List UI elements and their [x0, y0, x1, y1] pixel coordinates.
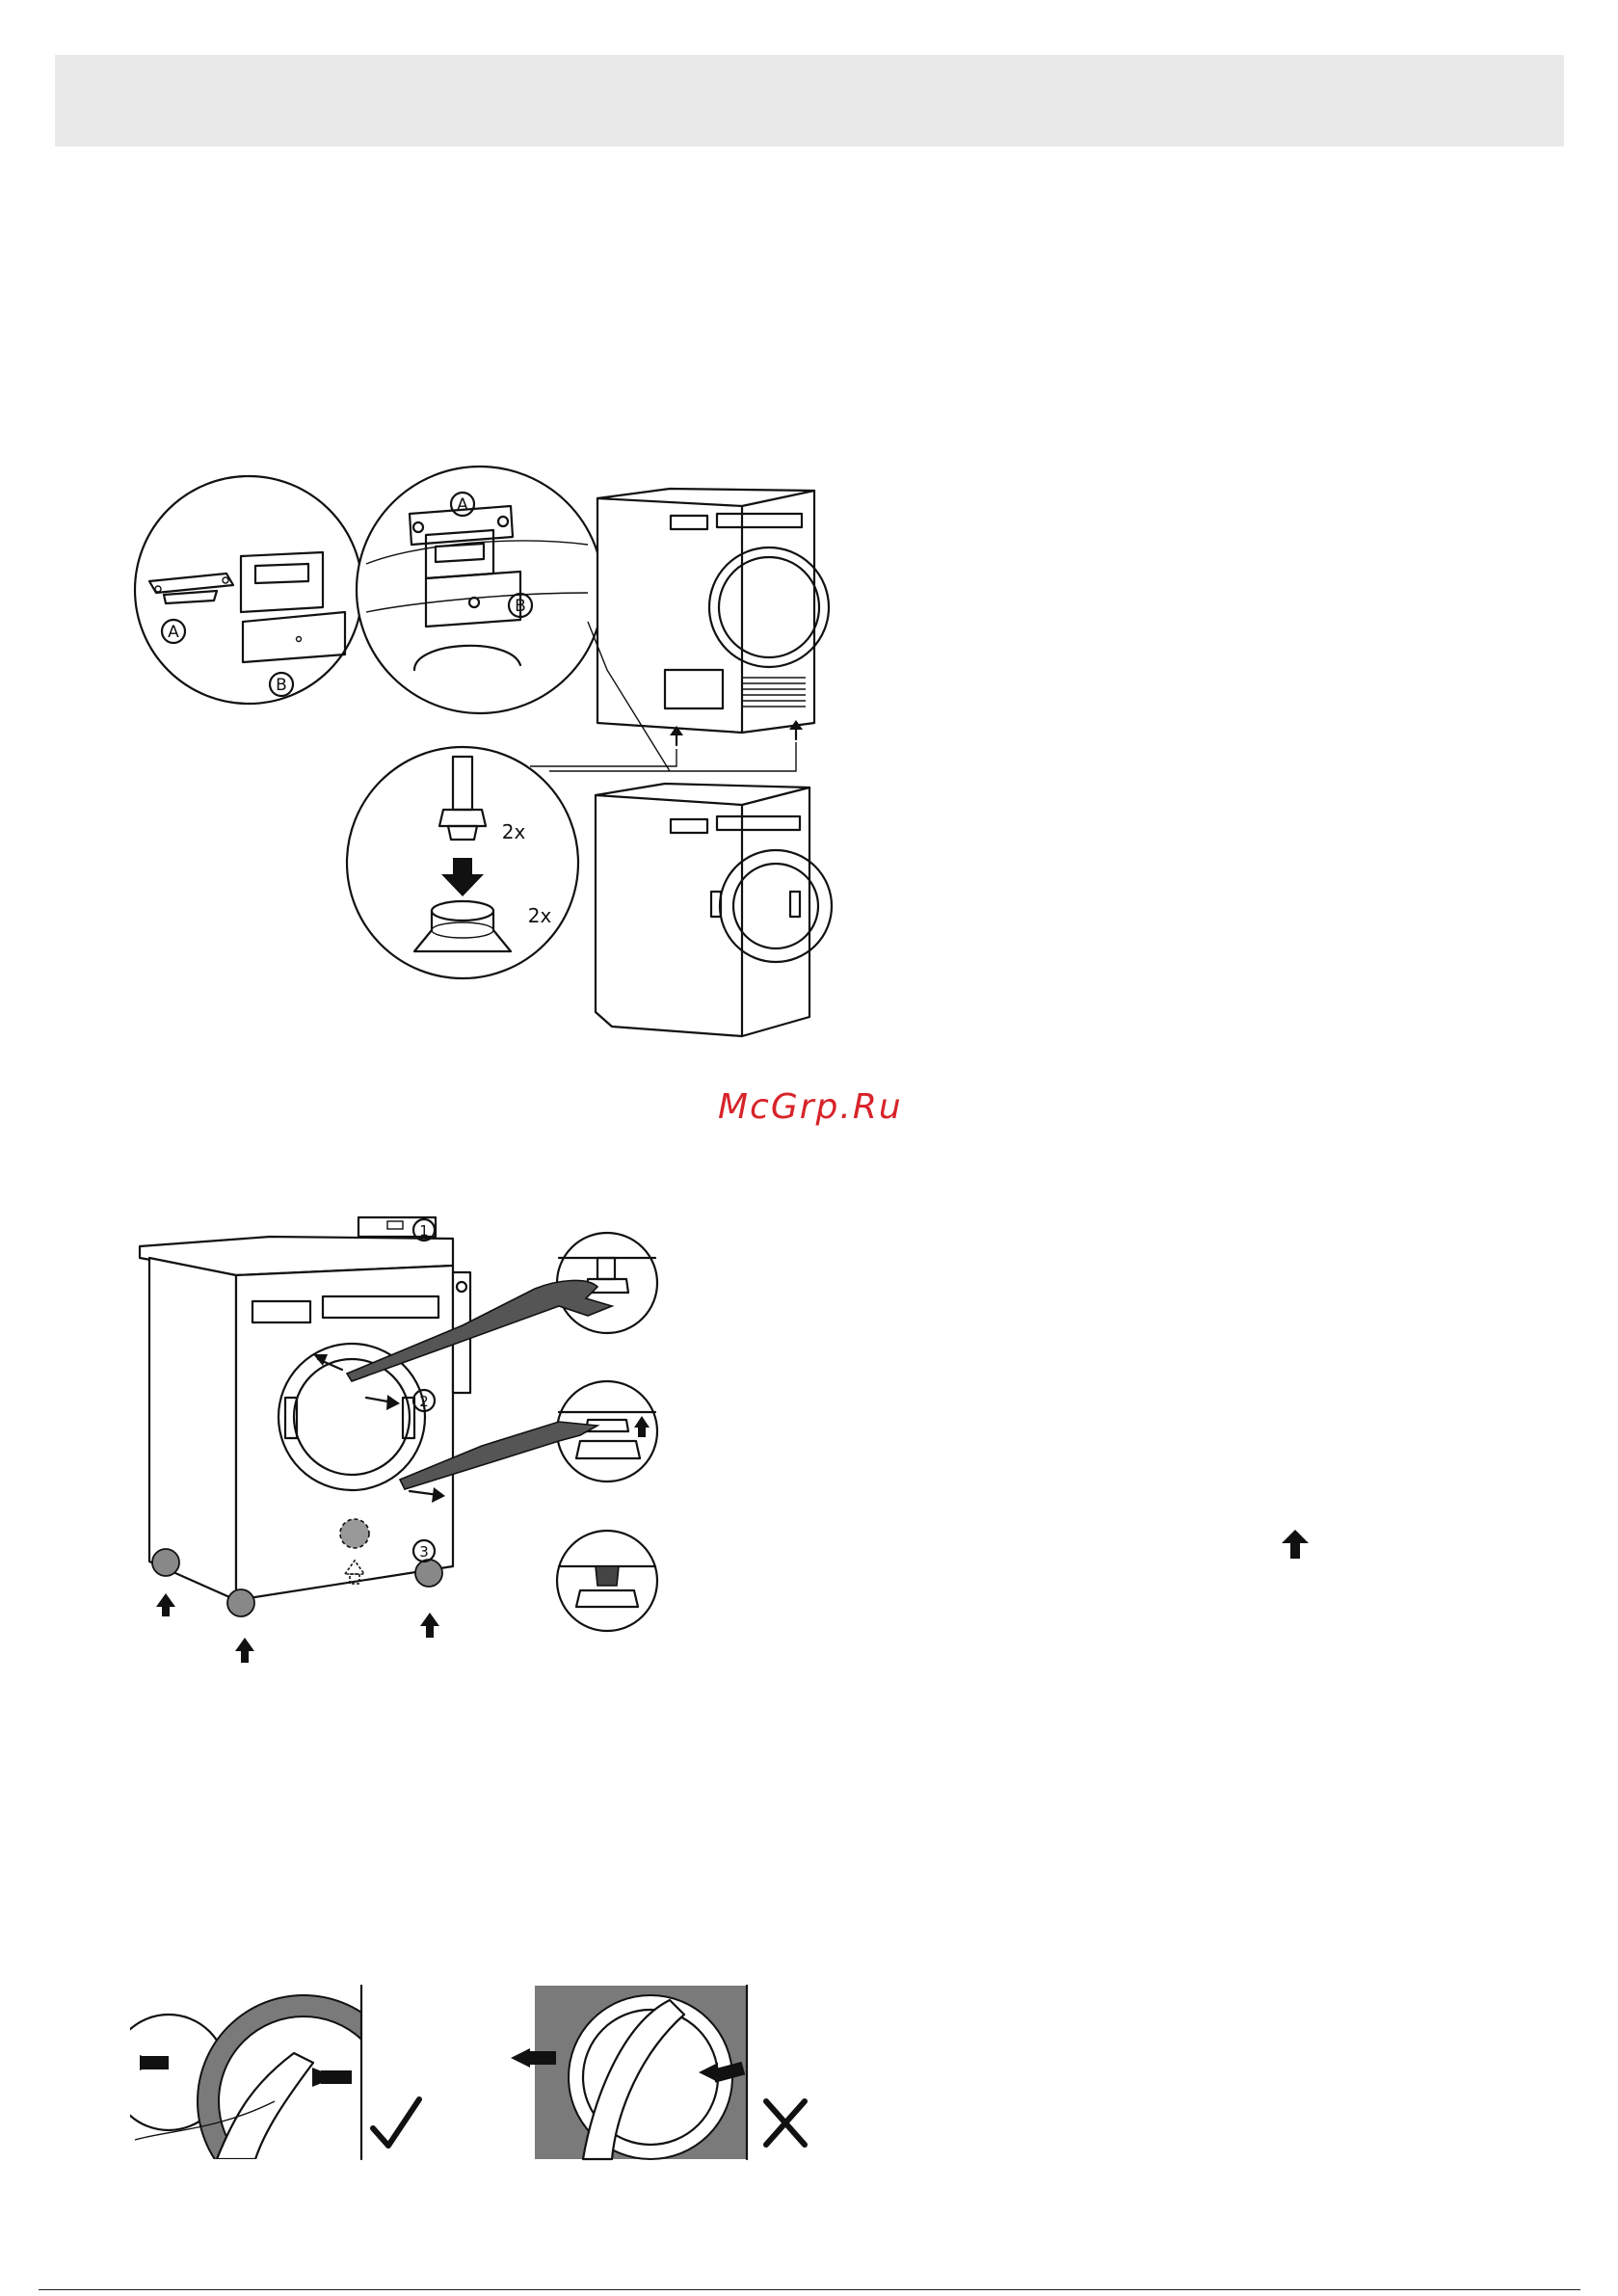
- step-3-label: 3: [419, 1543, 429, 1561]
- callout-left-label-b: B: [276, 676, 287, 695]
- dryer-illustration: [597, 489, 829, 745]
- watermark-text: McGrp.Ru: [718, 1087, 903, 1127]
- leveling-figure: 1 2 3: [135, 1210, 809, 1672]
- callout-right-label-b: B: [515, 597, 526, 616]
- callout-right-label-a: A: [457, 495, 468, 515]
- step-2-label: 2: [419, 1393, 429, 1410]
- qty-label-foot: 2x: [528, 904, 552, 927]
- check-icon: [373, 2099, 419, 2146]
- door-handling-figure: [130, 1986, 824, 2159]
- washer-leveling-illustration: [140, 1217, 470, 1663]
- header-band: [55, 55, 1564, 147]
- door-correct-illustration: [111, 1986, 410, 2207]
- foot-callout-circle: [347, 747, 578, 978]
- qty-label-bolt: 2x: [502, 820, 526, 843]
- washer-illustration: [596, 784, 832, 1036]
- step-1-label: 1: [419, 1222, 429, 1240]
- door-wrong-illustration: [511, 1986, 747, 2159]
- cross-icon: [766, 2101, 805, 2145]
- page-bottom-rule: [39, 2289, 1580, 2290]
- stacking-figure: A B A B: [125, 477, 819, 1046]
- left-callout-circle: [135, 476, 362, 704]
- up-arrow-icon: [1279, 1528, 1312, 1564]
- callout-left-label-a: A: [168, 623, 179, 642]
- right-callout-circle: [357, 467, 603, 713]
